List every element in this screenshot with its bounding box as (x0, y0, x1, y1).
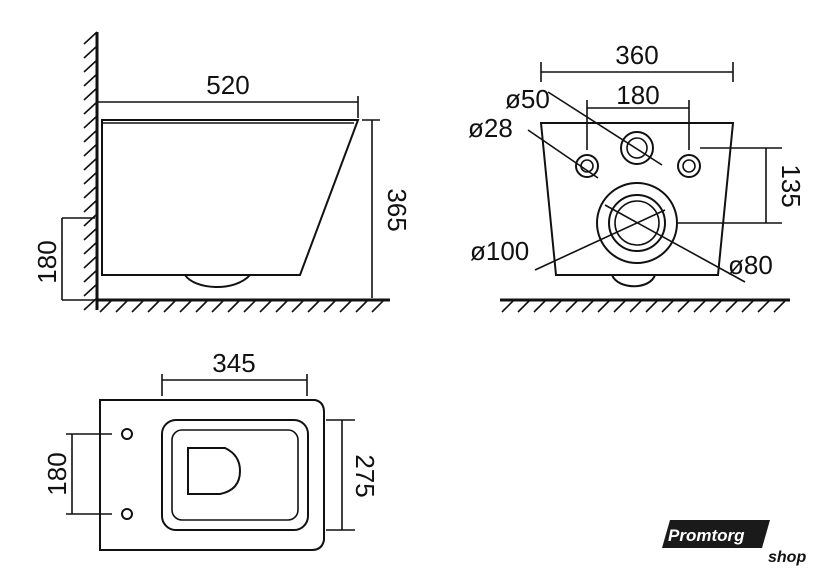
dim-height-365: 365 (382, 188, 412, 231)
top-bolt-hole-upper (121, 428, 133, 440)
dim-seat-width-345: 345 (212, 348, 255, 378)
left-bolt-hole-outer (575, 154, 599, 178)
brand-logo: Promtorg shop (662, 520, 806, 566)
bowl-top-outline (99, 399, 325, 551)
leader-50 (547, 91, 663, 166)
bowl-opening (187, 447, 242, 495)
leader-100 (534, 209, 666, 271)
rear-view: 360 180 ø50 ø28 ø100 ø80 135 (468, 40, 806, 313)
dim-outlet-100: ø100 (470, 236, 529, 266)
leader-80 (604, 204, 746, 283)
seat-outline (161, 419, 309, 531)
dim-bolt-spacing-180: 180 (616, 80, 659, 110)
outlet-inner (614, 200, 660, 246)
top-view: 345 180 275 (42, 348, 380, 551)
dim-top-bolt-180: 180 (42, 452, 72, 495)
dim-width-520: 520 (206, 70, 249, 100)
dim-mount-180: 180 (32, 240, 62, 283)
logo-suffix: shop (768, 549, 806, 566)
wall-hatching (83, 31, 98, 311)
side-view: 520 365 180 (32, 31, 412, 313)
right-bolt-hole-inner (682, 159, 696, 173)
bowl-side-outline (101, 119, 360, 276)
top-bolt-hole-lower (121, 508, 133, 520)
dim-outlet-height-135: 135 (776, 164, 806, 207)
inlet-outer (620, 131, 654, 165)
rear-floor-hatching (501, 299, 787, 313)
rear-outlet-curve (611, 274, 656, 288)
outlet-middle (608, 194, 666, 252)
dim-bolt-28: ø28 (468, 113, 513, 143)
dim-outlet-80: ø80 (728, 250, 773, 280)
seat-inner-outline (171, 429, 299, 521)
floor-hatching (99, 299, 385, 313)
inlet-inner (626, 137, 648, 159)
leader-28 (527, 129, 599, 179)
outlet-outer (596, 182, 678, 264)
logo-badge (662, 520, 770, 548)
logo-brand: Promtorg (668, 526, 745, 545)
dim-width-360: 360 (615, 40, 658, 70)
right-bolt-hole-outer (677, 154, 701, 178)
outlet-curve (184, 274, 251, 288)
dim-seat-depth-275: 275 (350, 454, 380, 497)
dim-inlet-50: ø50 (505, 84, 550, 114)
bowl-rear-outline (539, 122, 735, 276)
